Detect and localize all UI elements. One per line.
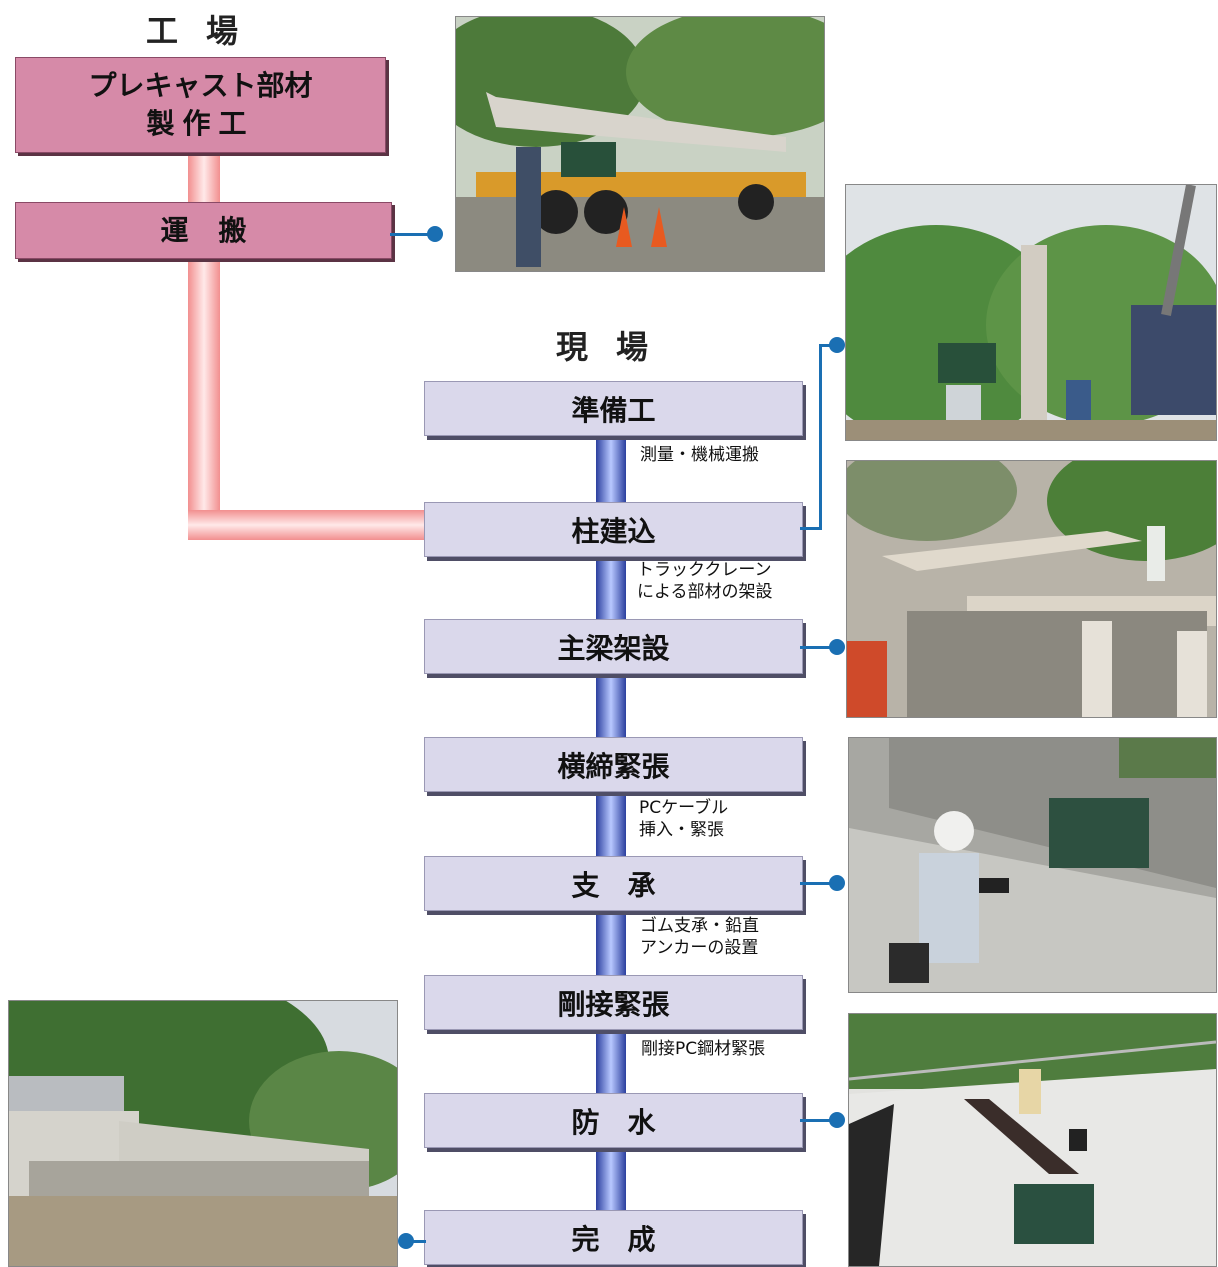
note-column-line-2: による部材の架設	[637, 582, 773, 602]
photo-waterproofing	[848, 1013, 1217, 1267]
connector-dot-waterproof	[829, 1112, 845, 1128]
connector-dot-girder	[829, 639, 845, 655]
precast-fabrication-box: プレキャスト部材 製作工	[15, 57, 386, 153]
connector-waterproof	[800, 1119, 836, 1122]
note-bearing: ゴム支承・鉛直 アンカーの設置	[640, 915, 759, 959]
step-rigid-tensioning-label: 剛接緊張	[557, 987, 670, 1021]
step-girder-erection-label: 主梁架設	[557, 631, 670, 665]
step-preparation: 準備工	[424, 381, 803, 436]
step-bearing-label: 支承	[571, 868, 684, 902]
step-waterproofing-label: 防水	[571, 1105, 684, 1139]
note-bearing-line-1: ゴム支承・鉛直	[640, 916, 759, 936]
photo-bearing-installation	[848, 737, 1217, 993]
photo-transport-truck	[455, 16, 825, 272]
connector-dot-bearing	[829, 875, 845, 891]
site-heading: 現場	[556, 328, 677, 366]
connector-bearing	[800, 882, 836, 885]
connector-column-v	[819, 344, 822, 530]
site-pipe-6	[596, 1026, 626, 1094]
connector-completion	[404, 1240, 426, 1243]
connector-column-top	[819, 344, 835, 347]
note-tensioning: PCケーブル 挿入・緊張	[639, 797, 728, 841]
waterproof-photo-image	[849, 1014, 1216, 1266]
completion-photo-image	[9, 1001, 397, 1266]
note-column-erection: トラッククレーン による部材の架設	[637, 559, 773, 603]
column-photo-image	[846, 185, 1216, 440]
step-completion-label: 完成	[571, 1222, 684, 1256]
note-bearing-line-2: アンカーの設置	[640, 938, 759, 958]
step-rigid-tensioning: 剛接緊張	[424, 975, 803, 1030]
site-pipe-4	[596, 790, 626, 858]
connector-girder	[800, 646, 836, 649]
connector-dot-column	[829, 337, 845, 353]
factory-pipe-horizontal	[188, 510, 426, 540]
connector-dot-completion	[398, 1233, 414, 1249]
site-pipe-3	[596, 672, 626, 740]
step-bearing: 支承	[424, 856, 803, 911]
site-pipe-1	[596, 434, 626, 506]
step-preparation-label: 準備工	[571, 393, 656, 427]
factory-heading: 工場	[146, 12, 267, 50]
transport-label: 運搬	[160, 213, 277, 247]
truck-photo-image	[456, 17, 824, 271]
connector-transport	[390, 233, 435, 236]
step-column-erection: 柱建込	[424, 502, 803, 557]
step-waterproofing: 防水	[424, 1093, 803, 1148]
precast-line-2: 製作工	[146, 107, 255, 140]
step-transverse-tensioning-label: 横締緊張	[557, 749, 670, 783]
connector-dot-transport	[427, 226, 443, 242]
connector-column-h	[800, 527, 821, 530]
photo-completion	[8, 1000, 398, 1267]
note-column-line-1: トラッククレーン	[637, 560, 772, 580]
girder-photo-image	[847, 461, 1216, 717]
note-preparation: 測量・機械運搬	[640, 445, 759, 465]
note-tension-line-2: 挿入・緊張	[639, 820, 724, 840]
step-transverse-tensioning: 横締緊張	[424, 737, 803, 792]
bearing-photo-image	[849, 738, 1216, 992]
note-rigid: 剛接PC鋼材緊張	[641, 1039, 766, 1059]
site-pipe-2	[596, 554, 626, 622]
photo-column-erection	[845, 184, 1217, 441]
step-girder-erection: 主梁架設	[424, 619, 803, 674]
step-column-erection-label: 柱建込	[571, 514, 656, 548]
site-pipe-7	[596, 1144, 626, 1212]
site-pipe-5	[596, 908, 626, 978]
photo-girder-erection	[846, 460, 1217, 718]
step-completion: 完成	[424, 1210, 803, 1265]
transport-box: 運搬	[15, 202, 392, 259]
precast-line-1: プレキャスト部材	[88, 69, 313, 102]
note-tension-line-1: PCケーブル	[639, 798, 729, 818]
